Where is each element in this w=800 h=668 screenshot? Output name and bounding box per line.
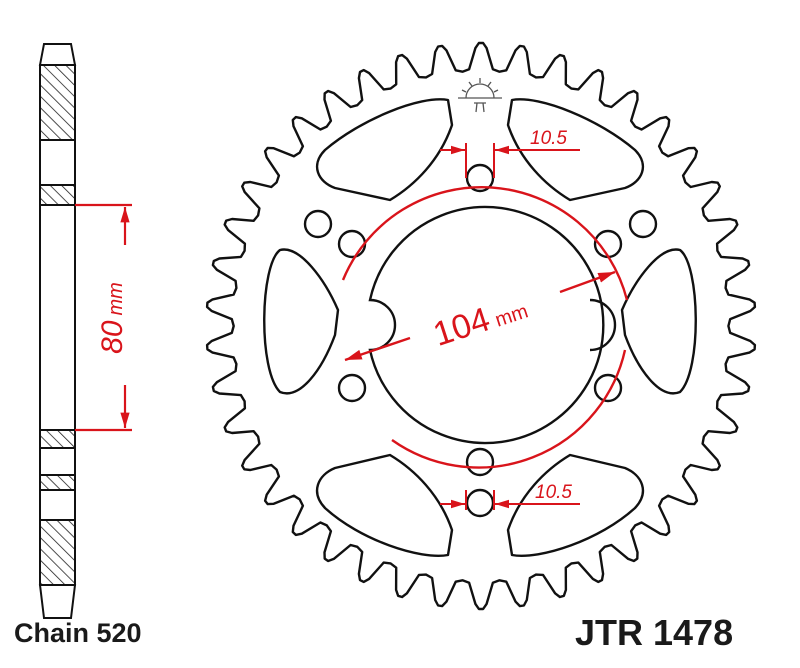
hub-offset-label: 80mm <box>96 282 129 354</box>
lightening-cutouts <box>263 98 697 557</box>
part-number-label: JTR 1478 <box>575 612 734 653</box>
hole-dimension-bottom-label: 10.5 <box>535 482 572 503</box>
rising-sun-logo-icon <box>458 78 502 113</box>
pcd-dimension <box>341 186 629 469</box>
hole-dimension-top-label: 10.5 <box>530 128 567 149</box>
chain-size-label: Chain 520 <box>14 618 142 648</box>
sprocket-teeth-outline <box>205 41 757 611</box>
side-view <box>38 43 77 619</box>
hub-offset-dimension <box>75 203 132 432</box>
center-bore <box>368 205 617 445</box>
hole-dimension-bottom <box>440 490 580 510</box>
hole-dimension-top <box>440 143 580 178</box>
pcd-label: 104mm <box>429 288 532 354</box>
